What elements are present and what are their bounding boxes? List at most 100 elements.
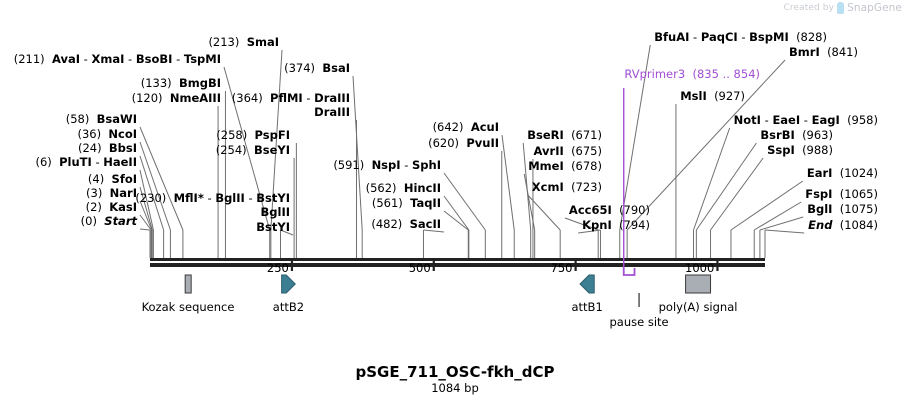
enzyme-label-noti: NotI - EaeI - EagI (958) xyxy=(733,113,878,127)
feature-shapes xyxy=(184,274,712,307)
enzyme-label-avrii: AvrII (675) xyxy=(533,144,602,158)
enzyme-label-bsai: (374) BsaI xyxy=(284,61,350,75)
enzyme-label-kasi: (2) KasI xyxy=(85,200,137,214)
ruler-tick xyxy=(716,259,719,271)
feature-caption-attb2: attB2 xyxy=(272,300,305,314)
enzyme-label-bgli: BglI (1075) xyxy=(807,202,878,216)
enzyme-label-fspi: FspI (1065) xyxy=(805,187,878,201)
leader-line xyxy=(423,229,445,233)
enzyme-label-nspi: (591) NspI - SphI xyxy=(333,158,441,172)
enzyme-label-msli: MslI (927) xyxy=(680,89,745,103)
feature-caption-polya: poly(A) signal xyxy=(658,300,738,314)
snapgene-logo-icon xyxy=(837,2,845,14)
enzyme-label-bbsi: (24) BbsI xyxy=(77,141,137,155)
leader-line xyxy=(139,141,171,231)
page-subtitle: 1084 bp xyxy=(431,381,479,395)
ruler-number-750: 750 xyxy=(550,261,573,275)
leader-line xyxy=(693,127,731,231)
leader-line xyxy=(139,186,153,231)
leader-line xyxy=(564,217,599,231)
enzyme-label-mfli*: (230) MflI* - BglII - BstYI xyxy=(135,191,290,205)
ruler-tick xyxy=(432,259,435,271)
enzyme-label-sacii: (482) SacII xyxy=(371,217,441,231)
enzyme-label-acc65i: Acc65I (790) xyxy=(568,203,650,217)
enzyme-label-bfuai: BfuAI - PaqCI - BspMI (828) xyxy=(654,30,827,44)
feature-caption-kozak: Kozak sequence xyxy=(141,300,235,314)
enzyme-label-pspfi: (258) PspFI xyxy=(216,128,290,142)
ruler-number-250: 250 xyxy=(266,261,289,275)
enzyme-label-hincii: (562) HincII xyxy=(365,181,441,195)
enzyme-label-taqii: (561) TaqII xyxy=(371,196,441,210)
leader-line xyxy=(270,49,283,231)
enzyme-label-avai: (211) AvaI - XmaI - BsoBI - TspMI xyxy=(13,52,221,66)
leader-line xyxy=(523,173,536,231)
enzyme-label-smai: (213) SmaI xyxy=(208,35,279,49)
primer-label-rvprimer3: RVprimer3 (835 .. 854) xyxy=(624,67,760,81)
leader-line xyxy=(695,142,757,231)
backbone-lower-rule xyxy=(150,263,765,267)
enzyme-label-bstyi: BstYI xyxy=(256,220,290,234)
enzyme-label-nmeaiii: (120) NmeAIII xyxy=(131,91,221,105)
enzyme-label-kpni: KpnI (794) xyxy=(582,218,650,232)
feature-attb1 xyxy=(579,274,595,294)
watermark-brand: SnapGene xyxy=(847,2,902,14)
page-title: pSGE_711_OSC-fkh_dCP xyxy=(355,363,555,381)
leader-line xyxy=(626,59,786,231)
enzyme-label-ncoi: (36) NcoI xyxy=(77,127,137,141)
leader-line xyxy=(443,195,470,231)
leader-line xyxy=(730,180,804,231)
leader-line xyxy=(501,134,515,231)
enzyme-label-pflmi: (364) PflMI - DraIII xyxy=(231,91,350,105)
enzyme-label-sfoi: (4) SfoI xyxy=(87,172,137,186)
leader-line xyxy=(139,169,154,231)
enzyme-label-mmei: MmeI (678) xyxy=(528,159,602,173)
leader-line xyxy=(139,200,153,231)
ruler-number-1000: 1000 xyxy=(685,261,715,275)
leader-line xyxy=(443,210,469,231)
leader-line xyxy=(619,44,651,231)
leader-line xyxy=(710,157,764,231)
leader-line xyxy=(753,201,802,231)
ruler-number-500: 500 xyxy=(408,261,431,275)
leader-line xyxy=(139,126,184,231)
snapgene-watermark: Created by SnapGene xyxy=(784,2,902,14)
enzyme-label-xcmi: XcmI (723) xyxy=(531,180,602,194)
enzyme-label-draiii: DraIII xyxy=(314,105,350,119)
leader-line xyxy=(139,228,151,231)
enzyme-label-bsrbi: BsrBI (963) xyxy=(760,128,833,142)
leader-line xyxy=(280,229,294,236)
leader-line xyxy=(759,216,804,231)
ruler-tick xyxy=(574,259,577,271)
ruler-ticks xyxy=(290,259,719,271)
leader-line xyxy=(139,214,152,231)
enzyme-label-bmgbi: (133) BmgBI xyxy=(140,76,221,90)
feature-caption-attb1: attB1 xyxy=(571,300,603,314)
enzyme-label-start: (0) Start xyxy=(80,214,137,228)
primer-bracket xyxy=(622,267,636,276)
enzyme-label-nari: (3) NarI xyxy=(86,186,137,200)
leader-line xyxy=(578,229,601,234)
enzyme-label-pluti: (6) PluTI - HaeII xyxy=(35,155,137,169)
enzyme-label-end: End (1084) xyxy=(808,218,878,232)
leader-line xyxy=(139,155,165,231)
leader-line xyxy=(223,66,271,231)
enzyme-label-eari: EarI (1024) xyxy=(806,166,878,180)
watermark-prefix: Created by xyxy=(783,3,835,13)
leader-line xyxy=(527,194,561,231)
leader-line xyxy=(352,75,363,231)
site-leader-lines xyxy=(139,44,805,258)
leader-line xyxy=(764,229,805,234)
feature-caption-pause: pause site xyxy=(609,315,669,329)
sequence-backbone xyxy=(150,258,765,267)
ruler-tick xyxy=(290,259,294,271)
enzyme-label-sspi: SspI (988) xyxy=(767,143,833,157)
enzyme-label-acui: (642) AcuI xyxy=(432,120,499,134)
enzyme-label-bseyi: (254) BseYI xyxy=(215,143,290,157)
enzyme-label-bsawi: (58) BsaWI xyxy=(65,112,137,126)
enzyme-label-pvuii: (620) PvuII xyxy=(428,136,499,150)
enzyme-label-bmri: BmrI (841) xyxy=(789,45,858,59)
feature-attb2 xyxy=(281,274,296,294)
enzyme-label-bseri: BseRI (671) xyxy=(527,128,602,142)
primer-marks xyxy=(622,88,636,276)
leader-line xyxy=(443,172,486,231)
